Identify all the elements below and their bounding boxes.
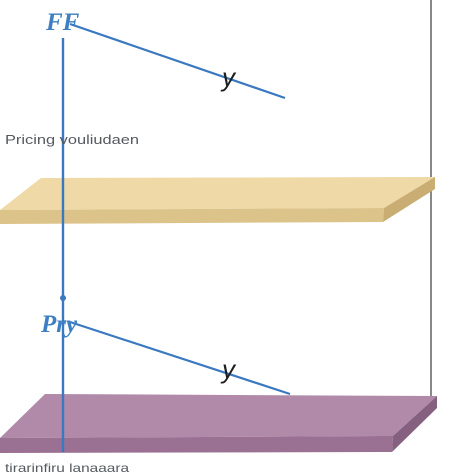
upper-plate — [0, 177, 435, 224]
top-force-line — [69, 22, 286, 100]
bottom-force-label: Pry — [40, 311, 78, 338]
lower-plate-top-face — [0, 394, 437, 438]
lower-plate-side-face — [392, 396, 437, 452]
middle-caption: Pricing vouliudaen — [5, 132, 139, 147]
bottom-force-line — [69, 320, 291, 396]
bottom-caption: tirarinfiru lanaaara — [5, 461, 129, 474]
bottom-variable-label: y — [220, 354, 237, 384]
upper-plate-top-face — [0, 177, 435, 210]
upper-plate-front-face — [0, 208, 384, 224]
lower-plate-front-face — [0, 436, 393, 453]
lower-plate — [0, 394, 437, 453]
upper-plate-side-face — [383, 177, 435, 222]
vertical-axis-dot — [60, 295, 66, 301]
top-force-label: FF — [45, 9, 80, 36]
top-variable-label: y — [220, 62, 237, 92]
